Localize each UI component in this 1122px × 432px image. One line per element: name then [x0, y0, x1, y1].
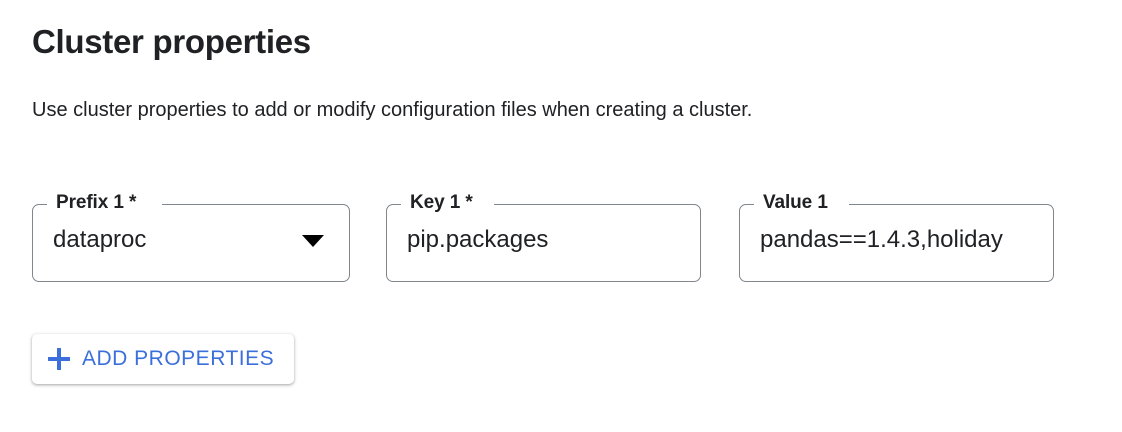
add-properties-button[interactable]: ADD PROPERTIES	[32, 334, 295, 384]
value-1-label: Value 1	[763, 192, 828, 213]
page-description: Use cluster properties to add or modify …	[32, 99, 753, 121]
prefix-1-select[interactable]: Prefix 1 * dataproc	[32, 192, 350, 282]
key-1-input-wrapper[interactable]: Key 1 * pip.packages	[386, 192, 701, 282]
key-1-input[interactable]: pip.packages	[407, 226, 549, 253]
prefix-1-label: Prefix 1 *	[56, 192, 137, 213]
add-properties-label: ADD PROPERTIES	[82, 347, 275, 370]
page-title: Cluster properties	[32, 23, 311, 60]
value-1-input[interactable]: pandas==1.4.3,holiday	[760, 226, 1003, 253]
plus-icon	[48, 348, 70, 370]
key-1-label: Key 1 *	[410, 192, 473, 213]
prefix-1-value[interactable]: dataproc	[53, 226, 147, 253]
chevron-down-icon[interactable]	[302, 235, 324, 247]
value-1-input-wrapper[interactable]: Value 1 pandas==1.4.3,holiday	[739, 192, 1054, 282]
